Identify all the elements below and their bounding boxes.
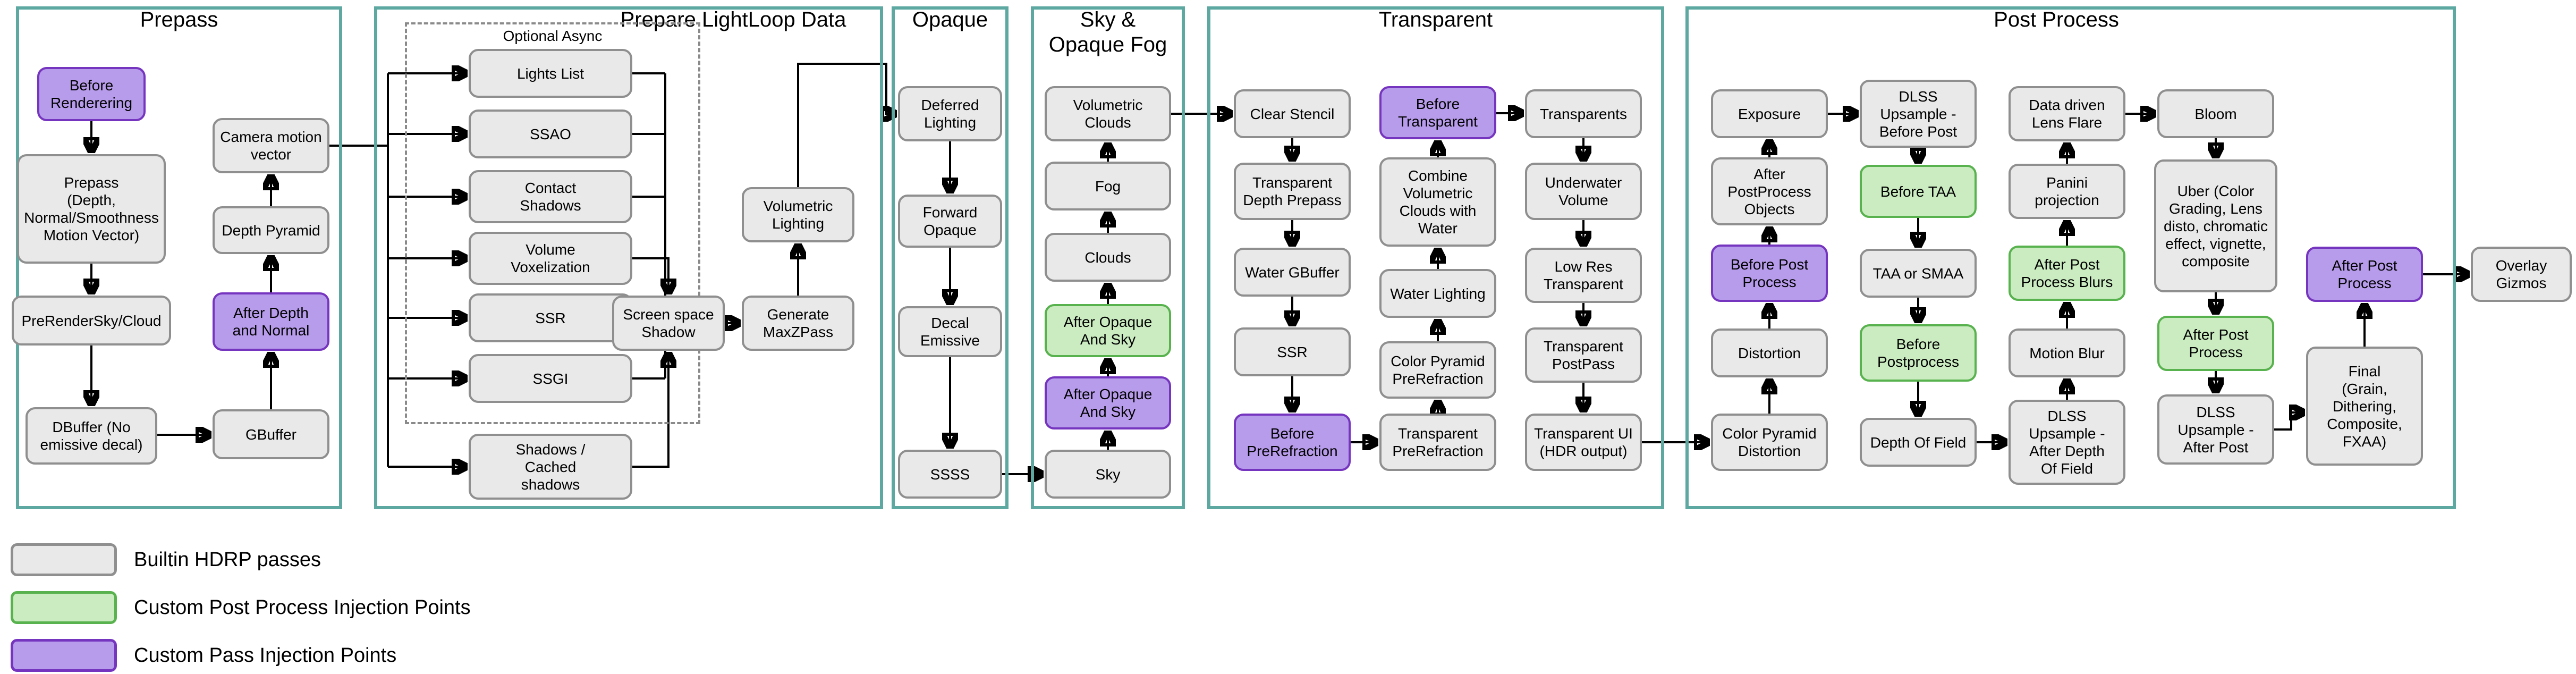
node-forward-opaque: Forward Opaque [898,195,1002,248]
node-exposure: Exposure [1711,89,1828,138]
section-skyfog [1031,6,1185,509]
node-transparent-depth-prepass: Transparent Depth Prepass [1234,163,1351,220]
node-after-post-process-purple: After Post Process [2306,247,2423,302]
section-title-lightloop: Prepare LightLoop Data [620,8,846,31]
legend-swatch-custom_post [11,591,117,624]
node-clear-stencil: Clear Stencil [1234,89,1351,138]
node-ssao: SSAO [469,109,632,158]
node-after-post-process-green: After Post Process [2157,316,2274,371]
node-ssss: SSSS [898,450,1002,499]
node-lights-list: Lights List [469,49,632,98]
section-transparent [1207,6,1664,509]
node-ssr-transparent: SSR [1234,327,1351,376]
node-taa-or-smaa: TAA or SMAA [1860,249,1977,298]
node-contact-shadows: Contact Shadows [469,170,632,223]
node-decal-emissive: Decal Emissive [898,306,1002,357]
node-before-transparent: Before Transparent [1379,86,1496,139]
node-before-post-process-purple: Before Post Process [1711,245,1828,302]
node-depth-of-field: Depth Of Field [1860,418,1977,467]
node-before-rendering: Before Renderering [37,67,146,121]
node-volumetric-lighting: Volumetric Lighting [742,187,854,242]
section-title-skyfog: Sky & Opaque Fog [1048,8,1167,56]
legend-label-custom_pass: Custom Pass Injection Points [134,644,397,667]
legend-label-builtin: Builtin HDRP passes [134,548,321,571]
node-transparent-prerefraction: Transparent PreRefraction [1379,414,1496,471]
node-before-prerefraction: Before PreRefraction [1234,414,1351,471]
node-water-gbuffer: Water GBuffer [1234,248,1351,297]
section-title-prepass: Prepass [140,8,218,31]
node-ssr-async: SSR [469,293,632,342]
node-prerendersky-cloud: PreRenderSky/Cloud [12,296,171,346]
node-volume-voxelization: Volume Voxelization [469,232,632,285]
node-water-lighting: Water Lighting [1379,269,1496,318]
node-transparent-postpass: Transparent PostPass [1525,327,1642,383]
node-data-driven-lens-flare: Data driven Lens Flare [2009,86,2125,141]
legend-label-custom_post: Custom Post Process Injection Points [134,596,471,619]
node-after-postprocess-objects: After PostProcess Objects [1711,157,1828,225]
node-volumetric-clouds: Volumetric Clouds [1045,86,1171,141]
legend-swatch-custom_pass [11,639,117,672]
section-title-transparent: Transparent [1378,8,1493,31]
node-uber: Uber (Color Grading, Lens disto, chromat… [2154,159,2277,292]
section-title-opaque: Opaque [912,8,988,31]
legend-swatch-builtin [11,543,117,576]
node-dlss-upsample-before-post: DLSS Upsample - Before Post [1860,80,1977,148]
node-shadows-cached-shadows: Shadows / Cached shadows [469,434,632,500]
node-panini-projection: Panini projection [2009,164,2125,219]
section-postprocess [1685,6,2456,509]
node-color-pyramid-distortion: Color Pyramid Distortion [1711,414,1828,471]
optional-async-group [405,22,700,424]
node-ssgi: SSGI [469,354,632,403]
node-before-taa: Before TAA [1860,165,1977,218]
node-after-depth-and-normal: After Depth and Normal [213,292,329,351]
node-dlss-upsample-after-depth-of-field: DLSS Upsample - After Depth Of Field [2009,400,2125,485]
node-combine-volumetric-clouds-with-water: Combine Volumetric Clouds with Water [1379,157,1496,247]
node-transparent-ui-hdr-output: Transparent UI (HDR output) [1525,414,1642,471]
node-final-grain-dithering-composite-fxaa: Final (Grain, Dithering, Composite, FXAA… [2306,347,2423,466]
node-after-post-process-blurs: After Post Process Blurs [2009,246,2125,301]
section-title-postprocess: Post Process [1994,8,2119,31]
node-motion-blur: Motion Blur [2009,328,2125,377]
node-prepass-depth: Prepass (Depth, Normal/Smoothness Motion… [17,154,166,264]
node-fog: Fog [1045,162,1171,210]
node-underwater-volume: Underwater Volume [1525,163,1642,220]
node-screen-space-shadow: Screen space Shadow [612,296,725,351]
node-after-opaque-and-sky-green: After Opaque And Sky [1045,304,1171,357]
node-sky: Sky [1045,450,1171,499]
optional-async-label: Optional Async [503,28,603,44]
node-dlss-upsample-after-post: DLSS Upsample - After Post [2157,394,2274,465]
node-transparents: Transparents [1525,89,1642,138]
node-after-opaque-and-sky-purple: After Opaque And Sky [1045,376,1171,429]
node-depth-pyramid: Depth Pyramid [213,206,329,254]
node-bloom: Bloom [2157,89,2274,138]
section-lightloop [374,6,883,509]
node-color-pyramid-prerefraction: Color Pyramid PreRefraction [1379,341,1496,399]
node-dbuffer: DBuffer (No emissive decal) [26,407,157,465]
node-deferred-lighting: Deferred Lighting [898,86,1002,141]
section-opaque [892,6,1009,509]
node-generate-maxzpass: Generate MaxZPass [742,296,854,351]
node-gbuffer: GBuffer [213,409,329,459]
node-low-res-transparent: Low Res Transparent [1525,248,1642,303]
node-overlay-gizmos: Overlay Gizmos [2471,247,2572,302]
node-camera-motion-vector: Camera motion vector [213,118,329,173]
node-clouds: Clouds [1045,233,1171,282]
node-before-postprocess: Before Postprocess [1860,324,1977,382]
node-distortion: Distortion [1711,328,1828,377]
